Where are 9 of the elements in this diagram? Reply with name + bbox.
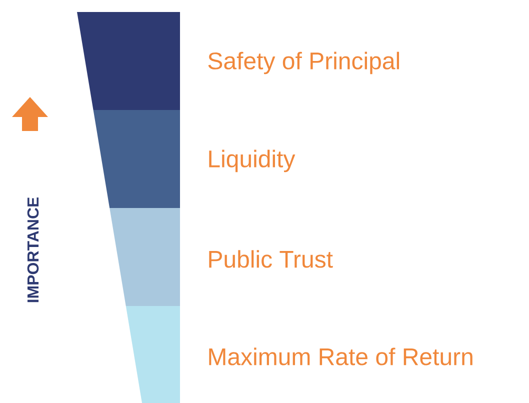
- funnel-band: Safety of Principal: [77, 12, 399, 110]
- funnel-band: Public Trust: [110, 208, 333, 306]
- axis-label: IMPORTANCE: [27, 197, 39, 302]
- funnel-band: Liquidity: [93, 110, 296, 208]
- node-label: Maximum Rate of Return: [209, 348, 472, 366]
- funnel-band: Maximum Rate of Return: [126, 306, 472, 403]
- node-label: Public Trust: [209, 250, 333, 268]
- node-label: Safety of Principal: [208, 52, 399, 74]
- node-label: Liquidity: [209, 150, 296, 172]
